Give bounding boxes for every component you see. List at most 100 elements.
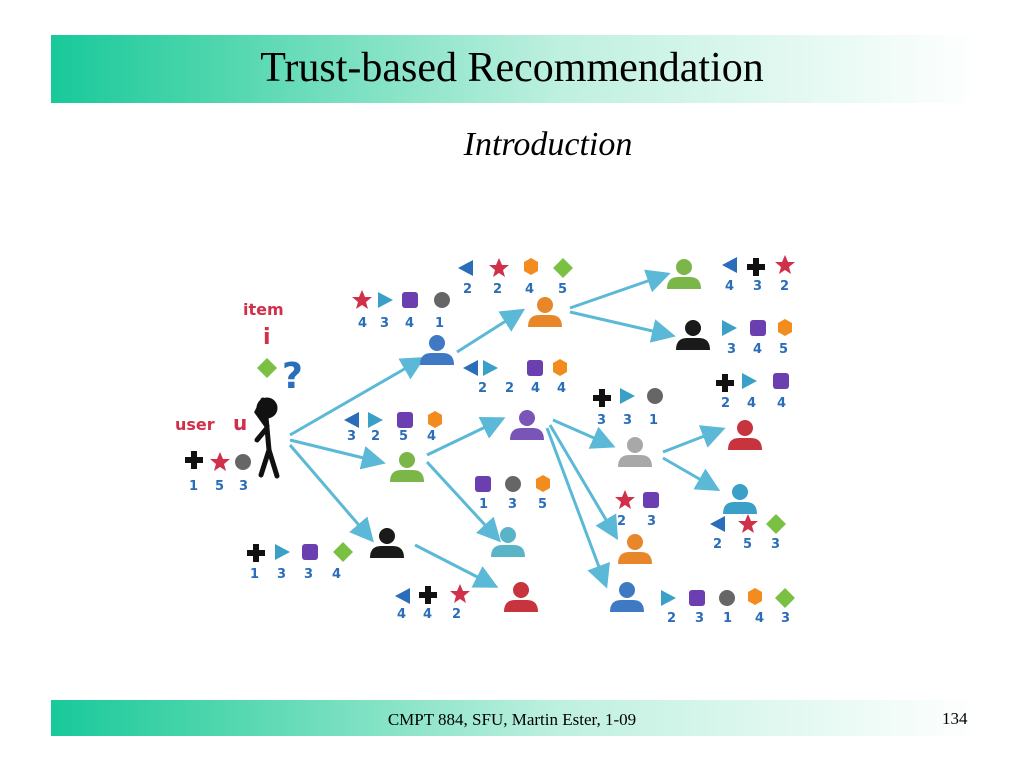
cross-icon	[593, 389, 611, 407]
user-u-figure	[254, 397, 280, 479]
rating: 4	[397, 607, 406, 622]
rating: 4	[531, 381, 540, 396]
rating: 1	[189, 479, 198, 494]
square-icon	[302, 544, 318, 560]
person-purple	[510, 410, 544, 440]
rating: 5	[558, 282, 567, 297]
cross-icon	[185, 451, 203, 469]
star-icon	[615, 490, 635, 509]
person-black-top-right	[676, 320, 710, 350]
rating: 3	[753, 279, 762, 294]
person-gray	[618, 437, 652, 467]
rating: 4	[753, 342, 762, 357]
edge-u-upper	[289, 357, 426, 437]
cross-icon	[747, 258, 765, 276]
footer-text: CMPT 884, SFU, Martin Ester, 1-09	[387, 710, 637, 729]
top-right-green-ratings-icons	[722, 255, 795, 276]
edge-orange1-green	[569, 269, 671, 310]
rating: 5	[538, 497, 547, 512]
footer-bar	[51, 700, 981, 736]
person-teal-right	[723, 484, 757, 514]
person-red-bottom	[504, 582, 538, 612]
rating: 4	[525, 282, 534, 297]
rating: 1	[479, 497, 488, 512]
star-icon	[450, 584, 470, 603]
rating: 5	[779, 342, 788, 357]
rating: 2	[478, 381, 487, 396]
person-green-top-right	[667, 259, 701, 289]
rating: 4	[755, 611, 764, 626]
left-triangle-icon	[344, 412, 359, 428]
low-ratings-icons	[247, 542, 353, 562]
rating: 3	[781, 611, 790, 626]
star-icon	[352, 290, 372, 309]
hexagon-icon	[428, 411, 442, 428]
user-u-ratings-icons	[185, 451, 251, 471]
left-triangle-icon	[463, 360, 478, 376]
triangle-icon	[378, 292, 393, 308]
rating: 4	[427, 429, 436, 444]
square-icon	[397, 412, 413, 428]
edge-black-red	[414, 543, 499, 588]
edge-purple-orange	[548, 424, 619, 541]
person-blue-bottom	[610, 582, 644, 612]
orange-top-ratings-icons	[458, 258, 573, 278]
hexagon-icon	[778, 319, 792, 336]
hexagon-icon	[524, 258, 538, 275]
rating: 3	[695, 611, 704, 626]
rating: 4	[725, 279, 734, 294]
diamond-icon	[553, 258, 573, 278]
circle-icon	[235, 454, 251, 470]
gray-ratings-icons	[593, 388, 663, 407]
rating: 3	[623, 413, 632, 428]
circle-icon	[505, 476, 521, 492]
rating: 3	[771, 537, 780, 552]
page-number: 134	[942, 709, 968, 728]
rating: 2	[667, 611, 676, 626]
rating: 4	[557, 381, 566, 396]
right-teal-ratings-icons	[710, 514, 786, 534]
rating: 4	[747, 396, 756, 411]
diamond-icon	[766, 514, 786, 534]
triangle-icon	[742, 373, 757, 389]
rating: 3	[304, 567, 313, 582]
left-triangle-icon	[458, 260, 473, 276]
edge-upper-orange1	[456, 308, 526, 354]
square-icon	[643, 492, 659, 508]
edge-mid-teal	[425, 460, 502, 543]
square-icon	[773, 373, 789, 389]
diamond-icon	[333, 542, 353, 562]
circle-icon	[719, 590, 735, 606]
rating: 2	[463, 282, 472, 297]
title-bar	[51, 35, 981, 103]
item-variable: i	[263, 325, 271, 350]
cross-icon	[716, 374, 734, 392]
left-triangle-icon	[722, 257, 737, 273]
item-label: item	[243, 300, 284, 319]
rating: 1	[250, 567, 259, 582]
triangle-icon	[620, 388, 635, 404]
edge-purple-blue	[545, 427, 610, 589]
rating: 4	[358, 316, 367, 331]
rating: 2	[780, 279, 789, 294]
mid-ratings-icons	[344, 411, 442, 428]
upper-ratings-icons	[352, 290, 450, 309]
edge-u-low	[288, 444, 374, 543]
rating: 1	[649, 413, 658, 428]
user-variable: u	[233, 411, 247, 435]
hexagon-icon	[536, 475, 550, 492]
edge-purple-gray	[552, 418, 616, 449]
trust-edges	[288, 269, 726, 589]
rating: 5	[399, 429, 408, 444]
circle-icon	[434, 292, 450, 308]
rating: 3	[727, 342, 736, 357]
user-label: user	[175, 415, 215, 434]
rating: 3	[347, 429, 356, 444]
rating: 4	[423, 607, 432, 622]
top-right-black-ratings-icons	[722, 319, 792, 336]
edge-orange1-black	[569, 310, 676, 343]
left-triangle-icon	[395, 588, 410, 604]
person-blue-upper	[420, 335, 454, 365]
rating: 2	[721, 396, 730, 411]
slide-title: Trust-based Recommendation	[260, 45, 764, 91]
